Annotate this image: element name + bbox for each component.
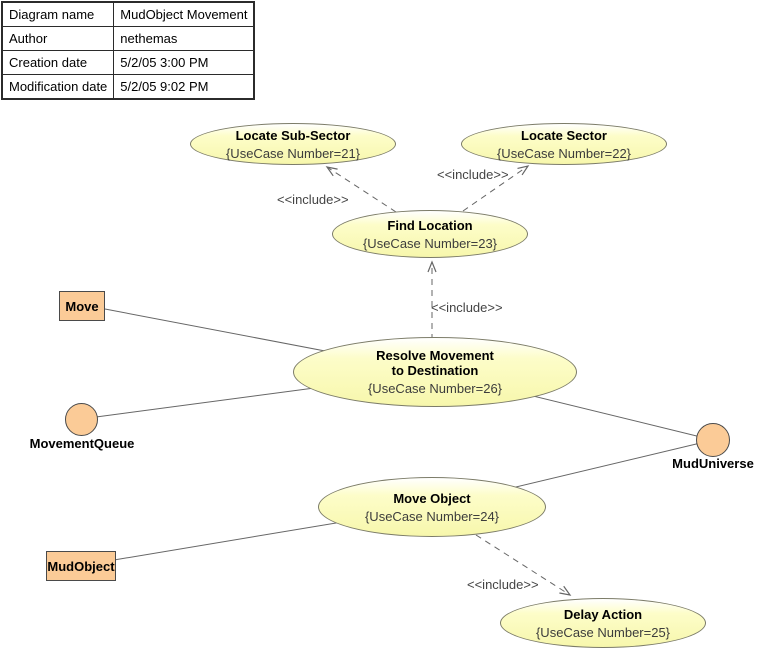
usecase-delay-action: Delay Action {UseCase Number=25} bbox=[500, 598, 706, 648]
usecase-number: {UseCase Number=22} bbox=[496, 145, 632, 161]
usecase-title: Move Object bbox=[393, 490, 471, 506]
include-label-locate-sector: <<include>> bbox=[437, 167, 509, 182]
info-label: Diagram name bbox=[1, 1, 115, 27]
info-label: Author bbox=[1, 26, 115, 51]
include-label-locate-sub-sector: <<include>> bbox=[277, 192, 349, 207]
usecase-title: Locate Sector bbox=[521, 127, 607, 143]
table-row: Modification date 5/2/05 9:02 PM bbox=[1, 74, 255, 100]
actor-muduniverse-label: MudUniverse bbox=[672, 456, 754, 471]
diagram-info-table: Diagram name MudObject Movement Author n… bbox=[1, 1, 256, 100]
include-arrow-move-object-to-delay-action bbox=[475, 534, 572, 596]
usecase-find-location: Find Location {UseCase Number=23} bbox=[332, 210, 528, 258]
include-label-find-location: <<include>> bbox=[431, 300, 503, 315]
usecase-number: {UseCase Number=26} bbox=[367, 381, 503, 396]
actor-label: Move bbox=[65, 298, 99, 314]
usecase-title: Delay Action bbox=[563, 606, 643, 622]
info-value: 5/2/05 3:00 PM bbox=[113, 50, 255, 75]
usecase-locate-sector: Locate Sector {UseCase Number=22} bbox=[461, 123, 667, 165]
usecase-title: Find Location bbox=[387, 217, 473, 233]
usecase-number: {UseCase Number=23} bbox=[362, 235, 498, 251]
info-value: nethemas bbox=[113, 26, 255, 51]
table-row: Creation date 5/2/05 3:00 PM bbox=[1, 50, 255, 75]
include-label-delay-action: <<include>> bbox=[467, 577, 539, 592]
actor-mudobject: MudObject bbox=[46, 551, 116, 581]
usecase-move-object: Move Object {UseCase Number=24} bbox=[318, 477, 546, 537]
usecase-number: {UseCase Number=21} bbox=[225, 145, 361, 161]
usecase-title: Resolve Movement to Destination bbox=[376, 348, 494, 378]
usecase-title: Locate Sub-Sector bbox=[235, 127, 351, 143]
info-label: Creation date bbox=[1, 50, 115, 75]
actor-movementqueue-circle bbox=[65, 403, 98, 436]
table-row: Diagram name MudObject Movement bbox=[1, 1, 255, 27]
info-value: MudObject Movement bbox=[113, 1, 255, 27]
actor-move: Move bbox=[59, 291, 105, 321]
info-value: 5/2/05 9:02 PM bbox=[113, 74, 255, 100]
usecase-number: {UseCase Number=25} bbox=[535, 624, 671, 640]
table-row: Author nethemas bbox=[1, 26, 255, 51]
actor-muduniverse-circle bbox=[696, 423, 730, 457]
usecase-locate-sub-sector: Locate Sub-Sector {UseCase Number=21} bbox=[190, 123, 396, 165]
usecase-resolve-movement-to-destination: Resolve Movement to Destination {UseCase… bbox=[293, 337, 577, 407]
info-label: Modification date bbox=[1, 74, 115, 100]
usecase-number: {UseCase Number=24} bbox=[364, 508, 500, 524]
include-arrow-find-location-to-locate-sub-sector bbox=[325, 166, 397, 213]
actor-label: MudObject bbox=[47, 558, 115, 574]
include-arrow-find-location-to-locate-sector bbox=[462, 165, 530, 212]
actor-movementqueue-label: MovementQueue bbox=[29, 436, 135, 451]
